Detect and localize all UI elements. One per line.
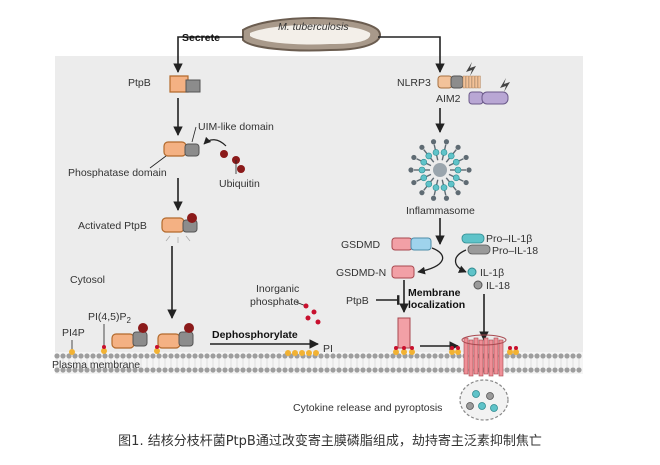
- m-tuberculosis-label: M. tuberculosis: [278, 21, 349, 33]
- inorganic-phosphate-label: Inorganic phosphate: [250, 283, 302, 308]
- aim2-protein: [468, 91, 509, 105]
- activated-ptpb: [161, 213, 198, 243]
- il1b-molecule: [467, 267, 477, 277]
- figure-caption: 图1. 结核分枝杆菌PtpB通过改变寄主膜磷脂组成，劫持寄主泛素抑制焦亡: [118, 434, 542, 449]
- inflammasome-label: Inflammasome: [406, 205, 475, 217]
- cytosol-background: [55, 56, 583, 352]
- activated-ptpb-label: Activated PtpB: [78, 220, 147, 232]
- ptpb-label: PtpB: [128, 77, 151, 89]
- nlrp3-label: NLRP3: [397, 77, 431, 89]
- cytosol-label: Cytosol: [70, 274, 105, 286]
- gsdmd-pore: [449, 334, 519, 377]
- gsdmd-n-label: GSDMD-N: [336, 267, 386, 279]
- plasma-membrane: [54, 352, 583, 374]
- ptpb-phosphatase-domain: [163, 141, 200, 157]
- uim-like-domain-label: UIM-like domain: [198, 121, 274, 133]
- pro-il1b-label: Pro–IL-1β: [486, 233, 532, 245]
- uim-pointer: [191, 126, 197, 143]
- pi4p-label: PI4P: [62, 327, 85, 339]
- nlrp3-protein: [437, 75, 481, 89]
- cytokine-release-label: Cytokine release and pyroptosis: [293, 402, 442, 414]
- ptpb-inhibitor-label: PtpB: [346, 295, 369, 307]
- pro-il18-protein: [467, 244, 491, 255]
- phosphatase-pointer: [149, 155, 167, 169]
- pi45p2-label: PI(4,5)P2: [88, 311, 132, 325]
- cytokine-release-vesicle: [459, 379, 509, 421]
- aim2-label: AIM2: [436, 93, 461, 105]
- gsdmd-n-membrane-insertion: [393, 317, 415, 355]
- ubiquitin-binding-arrow: [203, 136, 227, 147]
- membrane-localization-label: Membrane localization: [408, 287, 465, 311]
- secrete-arrow: [173, 36, 243, 73]
- il18-molecule: [473, 280, 483, 290]
- pi-label: PI: [323, 343, 333, 355]
- dephosphorylate-label: Dephosphorylate: [212, 329, 298, 341]
- membrane-phosphoinositides: [69, 345, 160, 355]
- pro-il18-label: Pro–IL-18: [492, 245, 538, 257]
- inorganic-phosphate-dots: [295, 301, 321, 325]
- gsdmd-label: GSDMD: [341, 239, 381, 251]
- cytokine-maturation-curve: [454, 249, 467, 273]
- ubiquitin-label: Ubiquitin: [219, 178, 260, 190]
- ptpb-membrane-complex-1: [111, 323, 148, 349]
- il1b-label: IL-1β: [480, 267, 504, 279]
- ptpb-membrane-complex-2: [157, 323, 194, 349]
- pro-il1b-protein: [461, 233, 485, 244]
- pi-cluster: [285, 350, 319, 356]
- il18-label: IL-18: [486, 280, 510, 292]
- m-tuberculosis-bacterium: [242, 17, 381, 52]
- gsdmd-cleavage-curve: [417, 247, 444, 275]
- gsdmd-protein: [391, 237, 432, 251]
- ubiquitin-molecules: [220, 150, 245, 174]
- inflammasome-complex: [408, 139, 472, 201]
- nlrp3-activation-bolt: [466, 62, 476, 76]
- phosphatase-domain-label: Phosphatase domain: [68, 167, 167, 179]
- secrete-label: Secrete: [182, 32, 220, 44]
- aim2-activation-bolt: [500, 78, 510, 92]
- gsdmd-n-fragment: [391, 265, 415, 279]
- plasma-membrane-label: Plasma membrane: [52, 359, 140, 371]
- nlrp3-activation-arrow: [378, 36, 445, 73]
- ptpb-secreted-protein: [169, 75, 201, 93]
